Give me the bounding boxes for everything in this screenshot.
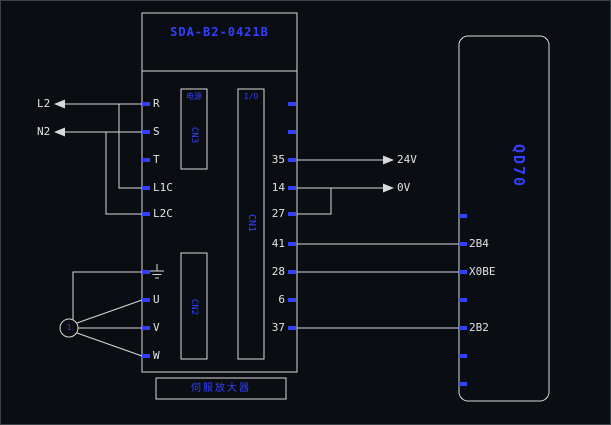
terminal-w: W <box>153 349 160 362</box>
arrow-left-n2 <box>54 127 65 137</box>
wire-27-join <box>297 188 332 215</box>
terminal-l2c: L2C <box>153 207 173 220</box>
pin-14: 14 <box>271 181 285 194</box>
pin-37: 37 <box>271 321 285 334</box>
motor-tag: 1 <box>66 323 72 332</box>
wires-right <box>297 159 459 329</box>
terminal-l1c: L1C <box>153 181 173 194</box>
qd70-block <box>458 35 550 402</box>
wires-left <box>59 103 143 357</box>
arrow-right-24v <box>383 155 394 165</box>
pin-27: 27 <box>271 207 285 220</box>
label-0v: 0V <box>397 181 411 194</box>
bottom-label-rect <box>155 377 287 400</box>
terminal-ticks <box>142 102 467 386</box>
connector-bottom-rect <box>180 252 208 360</box>
terminal-v: V <box>153 321 160 334</box>
pin-35: 35 <box>271 153 285 166</box>
qd70-pin-x0be: X0BE <box>469 265 496 278</box>
header-power: 电源 <box>186 92 202 101</box>
arrow-right-0v <box>383 183 394 193</box>
connector-top-rect <box>180 88 208 170</box>
terminal-u: U <box>153 293 160 306</box>
wire-u <box>76 299 143 324</box>
wire-ground <box>72 271 142 320</box>
qd70-pin-2b2: 2B2 <box>469 321 489 334</box>
terminal-s: S <box>153 125 160 138</box>
connector-cn2-label: CN2 <box>189 298 199 316</box>
qd70-pin-2b4: 2B4 <box>469 237 489 250</box>
servo-block-caption: 伺服放大器 <box>191 383 251 394</box>
motor-circle <box>59 318 79 338</box>
terminal-t: T <box>153 153 160 166</box>
servo-amplifier-block <box>141 12 298 373</box>
connector-main-rect <box>237 88 265 360</box>
wire-w <box>76 332 143 357</box>
servo-block-title: SDA-B2-0421B <box>170 25 269 39</box>
pin-41: 41 <box>271 237 285 250</box>
pin-28: 28 <box>271 265 285 278</box>
block-outlines <box>141 12 550 402</box>
arrow-left-l2 <box>54 99 65 109</box>
qd70-title: QD70 <box>510 143 528 189</box>
terminal-r: R <box>153 97 160 110</box>
pin-6: 6 <box>278 293 285 306</box>
wire-l1c-tap <box>118 104 142 189</box>
connector-cn3-label: CN3 <box>189 126 199 144</box>
ground-icon <box>150 264 164 279</box>
label-l2: L2 <box>37 97 51 110</box>
connector-cn1-label: CN1 <box>246 213 257 233</box>
label-n2: N2 <box>37 125 51 138</box>
wire-l2c-tap <box>105 132 142 215</box>
header-io: I/O <box>243 92 259 101</box>
label-24v: 24V <box>397 153 417 166</box>
